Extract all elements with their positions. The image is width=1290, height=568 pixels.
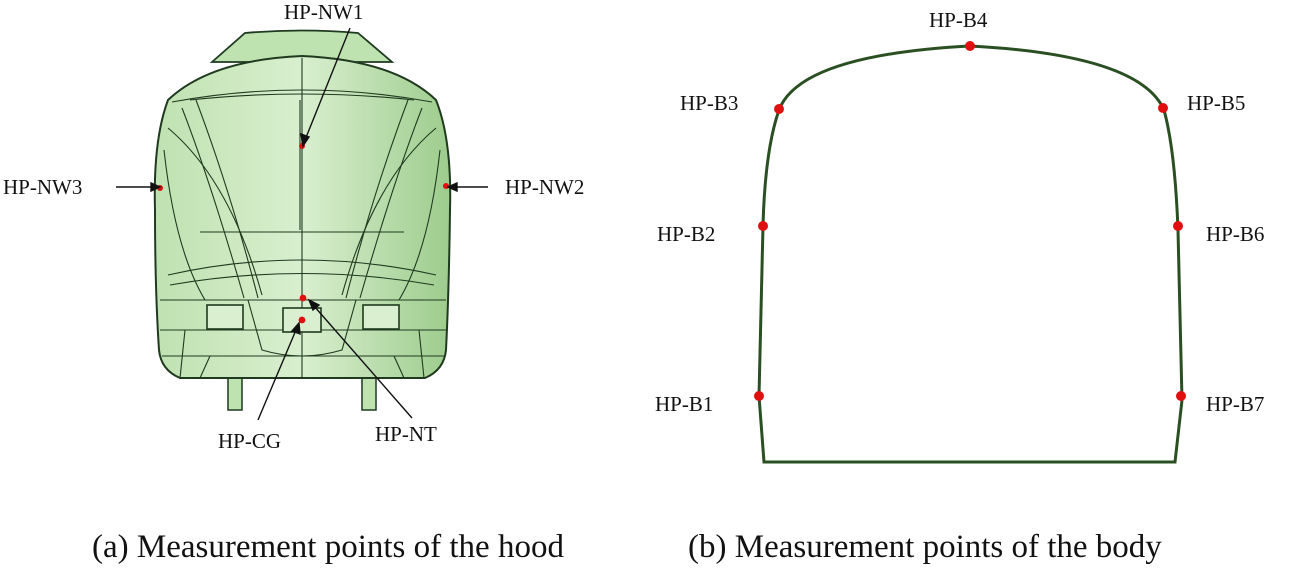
roof-cap bbox=[209, 29, 395, 63]
point-hp-b2 bbox=[758, 221, 768, 231]
hood-drawing: HP-NW1 HP-NW2 HP-NW3 HP-CG HP-NT bbox=[3, 0, 584, 453]
arrowhead-nw2 bbox=[446, 181, 458, 193]
center-coupler bbox=[282, 307, 322, 333]
arrowhead-nw1 bbox=[300, 132, 311, 148]
label-hp-b6: HP-B6 bbox=[1206, 222, 1264, 246]
arrowhead-cg bbox=[290, 321, 301, 336]
label-hp-b5: HP-B5 bbox=[1187, 91, 1245, 115]
point-hp-b4 bbox=[965, 41, 975, 51]
caption-hood: (a) Measurement points of the hood bbox=[92, 529, 564, 565]
arrow-nw1 bbox=[304, 27, 351, 141]
point-hp-b6 bbox=[1173, 221, 1183, 231]
point-hp-b3 bbox=[774, 104, 784, 114]
point-hp-b1 bbox=[754, 391, 764, 401]
caption-body: (b) Measurement points of the body bbox=[688, 529, 1162, 565]
label-hp-b4: HP-B4 bbox=[929, 8, 988, 32]
label-hp-b2: HP-B2 bbox=[657, 222, 715, 246]
arrowhead-nw3 bbox=[150, 181, 162, 193]
right-lamp bbox=[362, 304, 400, 330]
label-hp-nw2: HP-NW2 bbox=[505, 175, 584, 199]
label-hp-b1: HP-B1 bbox=[655, 392, 713, 416]
arrowhead-nt bbox=[307, 298, 321, 312]
left-leg bbox=[227, 377, 243, 411]
point-hp-nt bbox=[299, 294, 307, 302]
label-hp-b7: HP-B7 bbox=[1206, 392, 1264, 416]
hood-arrows bbox=[116, 27, 488, 421]
label-hp-b3: HP-B3 bbox=[680, 91, 738, 115]
arrow-nt bbox=[313, 305, 413, 419]
hood-panel-lines bbox=[160, 58, 446, 379]
body-outline bbox=[757, 44, 1184, 464]
point-hp-cg bbox=[298, 316, 306, 324]
label-hp-nw3: HP-NW3 bbox=[3, 175, 82, 199]
right-leg bbox=[361, 377, 377, 411]
body-drawing: HP-B1 HP-B2 HP-B3 HP-B4 HP-B5 HP-B6 HP-B… bbox=[655, 8, 1264, 464]
left-lamp bbox=[206, 304, 244, 330]
arrow-cg bbox=[257, 329, 297, 421]
label-hp-nt: HP-NT bbox=[375, 422, 437, 446]
label-hp-cg: HP-CG bbox=[218, 429, 281, 453]
label-hp-nw1: HP-NW1 bbox=[284, 0, 363, 24]
point-hp-nw2 bbox=[443, 183, 449, 189]
point-hp-b7 bbox=[1176, 391, 1186, 401]
point-hp-b5 bbox=[1158, 103, 1168, 113]
